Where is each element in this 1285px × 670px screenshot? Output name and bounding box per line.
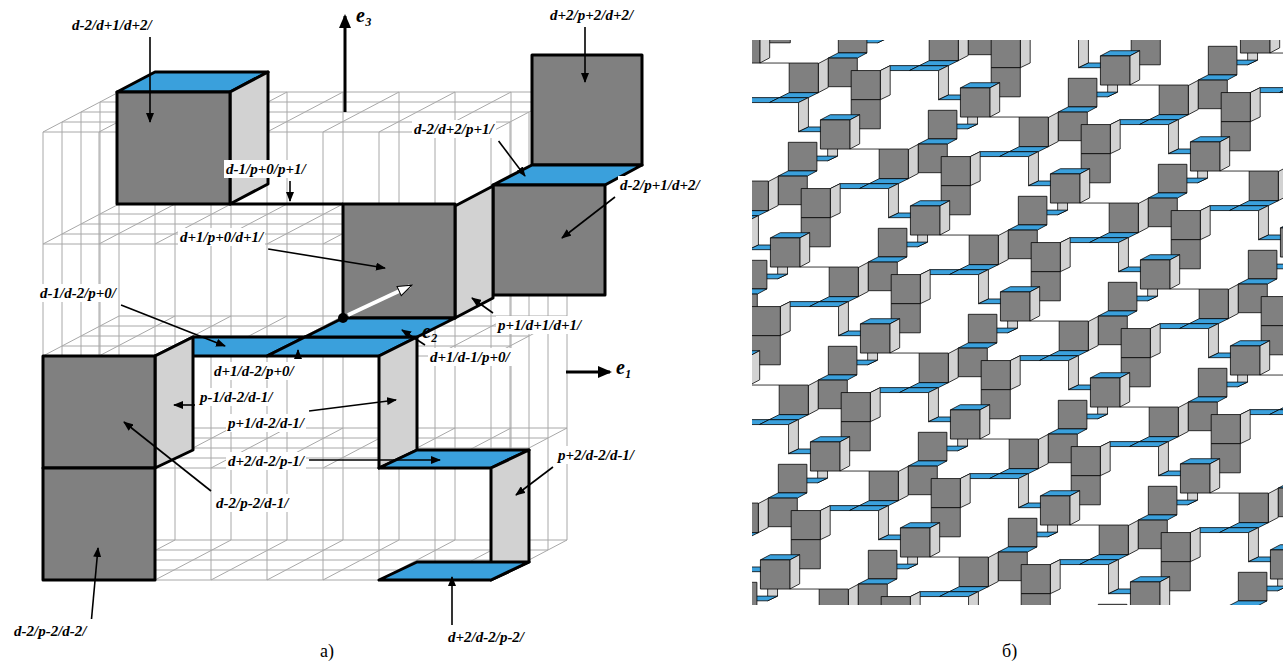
axis-label: e₁ [614,356,634,378]
axes [338,16,610,372]
leader-line [584,27,586,82]
grid-line [267,540,343,580]
panel-caption: б) [1000,640,1019,662]
panel-caption: а) [318,640,336,662]
face-label: d+1/d-2/p+0/ [212,362,296,380]
leader-lines [92,27,616,625]
wire-grid [43,92,567,580]
cube-structure [43,55,642,580]
side-face [455,186,493,318]
cube-face [117,92,230,204]
cube-motif [1211,336,1283,473]
cube-motif [752,582,757,605]
face-label: d+1/p+0/d+1/ [178,228,265,246]
grid-line [267,204,343,244]
grid-line [211,540,287,580]
face-label: p+1/d-2/d-1/ [226,414,306,432]
cube-face [532,55,642,165]
face-label: p-1/d-2/d-1/ [198,388,275,406]
face-label: d-2/p+1/d+2/ [618,176,702,194]
origin-dot [338,313,348,323]
face-label: d-1/p+0/p+1/ [224,160,308,178]
leader-line [268,249,385,268]
grid-line [323,540,399,580]
cube-motif [971,604,1127,605]
leader-line [124,422,211,491]
cube-motif [1111,572,1267,605]
cube-motif [1261,218,1283,354]
face-label: d-2/p-2/d-2/ [12,622,89,640]
axis-arrow [344,16,347,112]
cube-motif [881,518,1037,605]
edge-line [230,203,343,206]
leader-line [121,305,225,346]
grid-line [99,204,175,244]
leader-line [297,350,299,359]
side-face [230,72,268,204]
cube-face [343,204,455,318]
face-label: d+2/d-2/p-1/ [226,452,306,470]
cube-motif [1251,540,1283,605]
grid-line [267,92,343,132]
leader-line [289,181,291,201]
axis-arrow [348,286,410,315]
face-label: d+1/d-1/p+0/ [428,348,512,366]
axis-label: e₂ [420,320,440,342]
face-label: p+2/d-2/d-1/ [556,446,636,464]
cube-motif [1221,40,1283,151]
cube-face [493,185,605,295]
leader-line [402,330,425,345]
leader-line [451,577,453,625]
leader-line [499,141,525,176]
side-face [155,337,193,468]
leader-line [149,37,151,122]
face-label: d+2/d-2/p-2/ [446,628,526,646]
cube-face [43,468,155,580]
blue-face [379,562,529,580]
cube-motif [752,550,897,605]
cube-motif [1171,132,1283,268]
grid-line [155,540,231,580]
face-label: d-1/d-2/p+0/ [38,284,118,302]
cube-pattern [752,40,1283,605]
face-label: d+2/p+2/d+2/ [548,6,635,24]
cube-face [43,356,155,468]
face-label: d-2/d+2/p+1/ [412,120,496,138]
face-label: p+1/d+1/d+1/ [496,316,583,334]
face-label: d-2/p-2/d-1/ [214,494,291,512]
leader-line [309,400,396,411]
side-face [379,337,417,468]
axis-arrow [566,371,610,374]
leader-line [472,298,493,313]
face-label: d-2/d+1/d+2/ [70,16,154,34]
cube-motif [1161,454,1283,591]
axis-label: e₃ [354,4,374,26]
leader-line [516,467,553,495]
leader-line [309,459,440,461]
grid-line [323,92,399,132]
leader-line [92,548,99,619]
leader-line [174,404,195,406]
leader-line [562,197,615,238]
